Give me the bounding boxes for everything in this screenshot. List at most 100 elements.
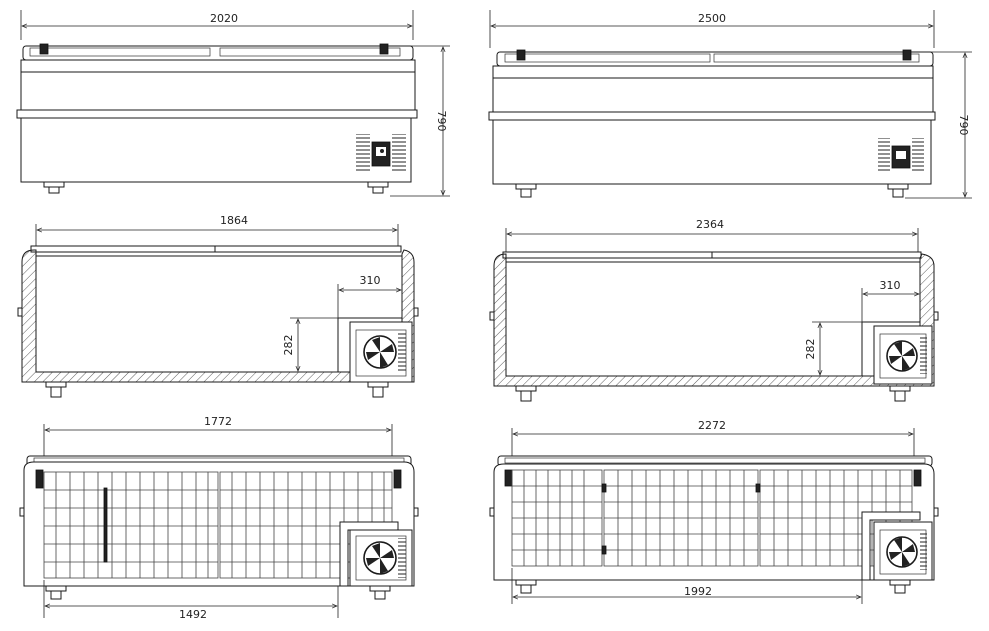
sliding-lid-left	[504, 53, 711, 63]
vent-grille-right	[912, 138, 924, 172]
lid-handle-right	[902, 49, 912, 61]
dim-label-basket-small-bottom: 1492	[179, 608, 207, 621]
dim-label-section-large-step-w: 310	[880, 279, 901, 292]
lid-section	[30, 245, 402, 253]
side-bumper	[489, 507, 495, 517]
side-bumper	[413, 307, 419, 317]
wire-basket-left	[511, 469, 603, 567]
condenser-fins	[398, 538, 406, 578]
dim-label-front-large-height: 790	[957, 115, 970, 136]
dim-label-basket-large-top: 2272	[698, 419, 726, 432]
cabinet-body	[492, 119, 932, 185]
foot-right-stem	[374, 590, 386, 600]
step-outline	[339, 521, 399, 587]
foot-right	[887, 183, 909, 190]
basket-hanger-right	[913, 469, 922, 487]
dim-label-section-small-step-h: 282	[282, 335, 295, 356]
foot-right	[367, 381, 389, 388]
dim-label-basket-large-bottom: 1992	[684, 585, 712, 598]
sliding-lid-right	[219, 47, 401, 57]
section-view-small: 1864 310 282	[17, 214, 419, 398]
dim-label-section-small-inner: 1864	[220, 214, 248, 227]
wire-basket-middle	[603, 469, 759, 567]
foot-right-stem	[372, 386, 384, 398]
storage-cavity	[505, 261, 921, 377]
lid-handle-left	[39, 43, 49, 55]
vent-grille-left	[878, 138, 890, 172]
side-bumper	[17, 307, 23, 317]
side-bumper	[19, 507, 25, 517]
bumper-rail	[488, 111, 936, 121]
foot-right	[889, 579, 911, 586]
lid-handle-right	[379, 43, 389, 55]
thermostat-display	[896, 151, 906, 159]
dim-label-section-large-step-h: 282	[804, 339, 817, 360]
side-bumper	[933, 311, 939, 321]
foot-left	[515, 385, 537, 392]
foot-left	[515, 183, 537, 190]
condenser-fins	[398, 332, 406, 372]
power-switch-icon	[380, 149, 384, 153]
foot-left	[45, 585, 67, 592]
fan-blades-icon	[889, 341, 915, 371]
lid-glass	[504, 457, 926, 464]
foot-left-stem	[520, 584, 532, 594]
foot-left	[45, 381, 67, 388]
dim-label-front-small-height: 790	[435, 111, 448, 132]
foot-right	[367, 181, 389, 188]
foot-left-stem	[50, 386, 62, 398]
sliding-lid-right	[713, 53, 920, 63]
foot-right-stem	[372, 186, 384, 194]
foot-right	[889, 385, 911, 392]
foot-left-stem	[50, 590, 62, 600]
side-bumper	[933, 507, 939, 517]
basket-view-small: 1772	[19, 415, 419, 621]
rim-band	[492, 65, 934, 79]
dim-label-front-large-width: 2500	[698, 12, 726, 25]
fan-blades-icon	[366, 543, 394, 574]
bumper-rail	[16, 109, 418, 119]
dim-label-section-large-inner: 2364	[696, 218, 724, 231]
lid-handle-left	[516, 49, 526, 61]
basket-clip	[601, 545, 607, 555]
basket-hanger-right	[393, 469, 402, 489]
foot-left-stem	[520, 188, 532, 198]
foot-left-stem	[48, 186, 60, 194]
foot-right-stem	[894, 584, 906, 594]
basket-clip	[601, 483, 607, 493]
foot-left	[43, 181, 65, 188]
wire-basket-right	[759, 469, 913, 567]
fan-blades-icon	[889, 537, 915, 567]
wire-basket-left	[43, 471, 219, 579]
foot-right-stem	[894, 390, 906, 402]
dim-label-section-small-step-w: 310	[360, 274, 381, 287]
foot-left	[515, 579, 537, 586]
rim-band	[20, 59, 416, 73]
side-bumper	[413, 507, 419, 517]
basket-hanger-left	[35, 469, 44, 489]
section-view-large: 2364 310 282	[489, 218, 939, 402]
dim-label-basket-small-top: 1772	[204, 415, 232, 428]
sliding-lid-left	[29, 47, 211, 57]
dim-label-front-small-width: 2020	[210, 12, 238, 25]
glass-panel	[20, 71, 416, 111]
cabinet-outline	[23, 461, 415, 587]
front-view-large: 2500 790	[488, 10, 972, 199]
basket-hanger-left	[504, 469, 513, 487]
front-view-small: 2020 790	[16, 10, 450, 197]
glass-panel	[492, 77, 934, 113]
side-bumper	[489, 311, 495, 321]
vent-grille-left	[356, 134, 370, 172]
vent-grille-right	[392, 134, 406, 172]
foot-right	[369, 585, 391, 592]
condenser-fins	[920, 532, 927, 570]
foot-right-stem	[892, 188, 904, 198]
basket-view-large: 2272	[489, 419, 939, 604]
fan-blades-icon	[366, 337, 394, 368]
basket-clip	[755, 483, 761, 493]
cabinet-body	[20, 117, 412, 183]
foot-left-stem	[520, 390, 532, 402]
condenser-fins	[920, 336, 927, 374]
basket-divider-handle	[103, 487, 108, 563]
